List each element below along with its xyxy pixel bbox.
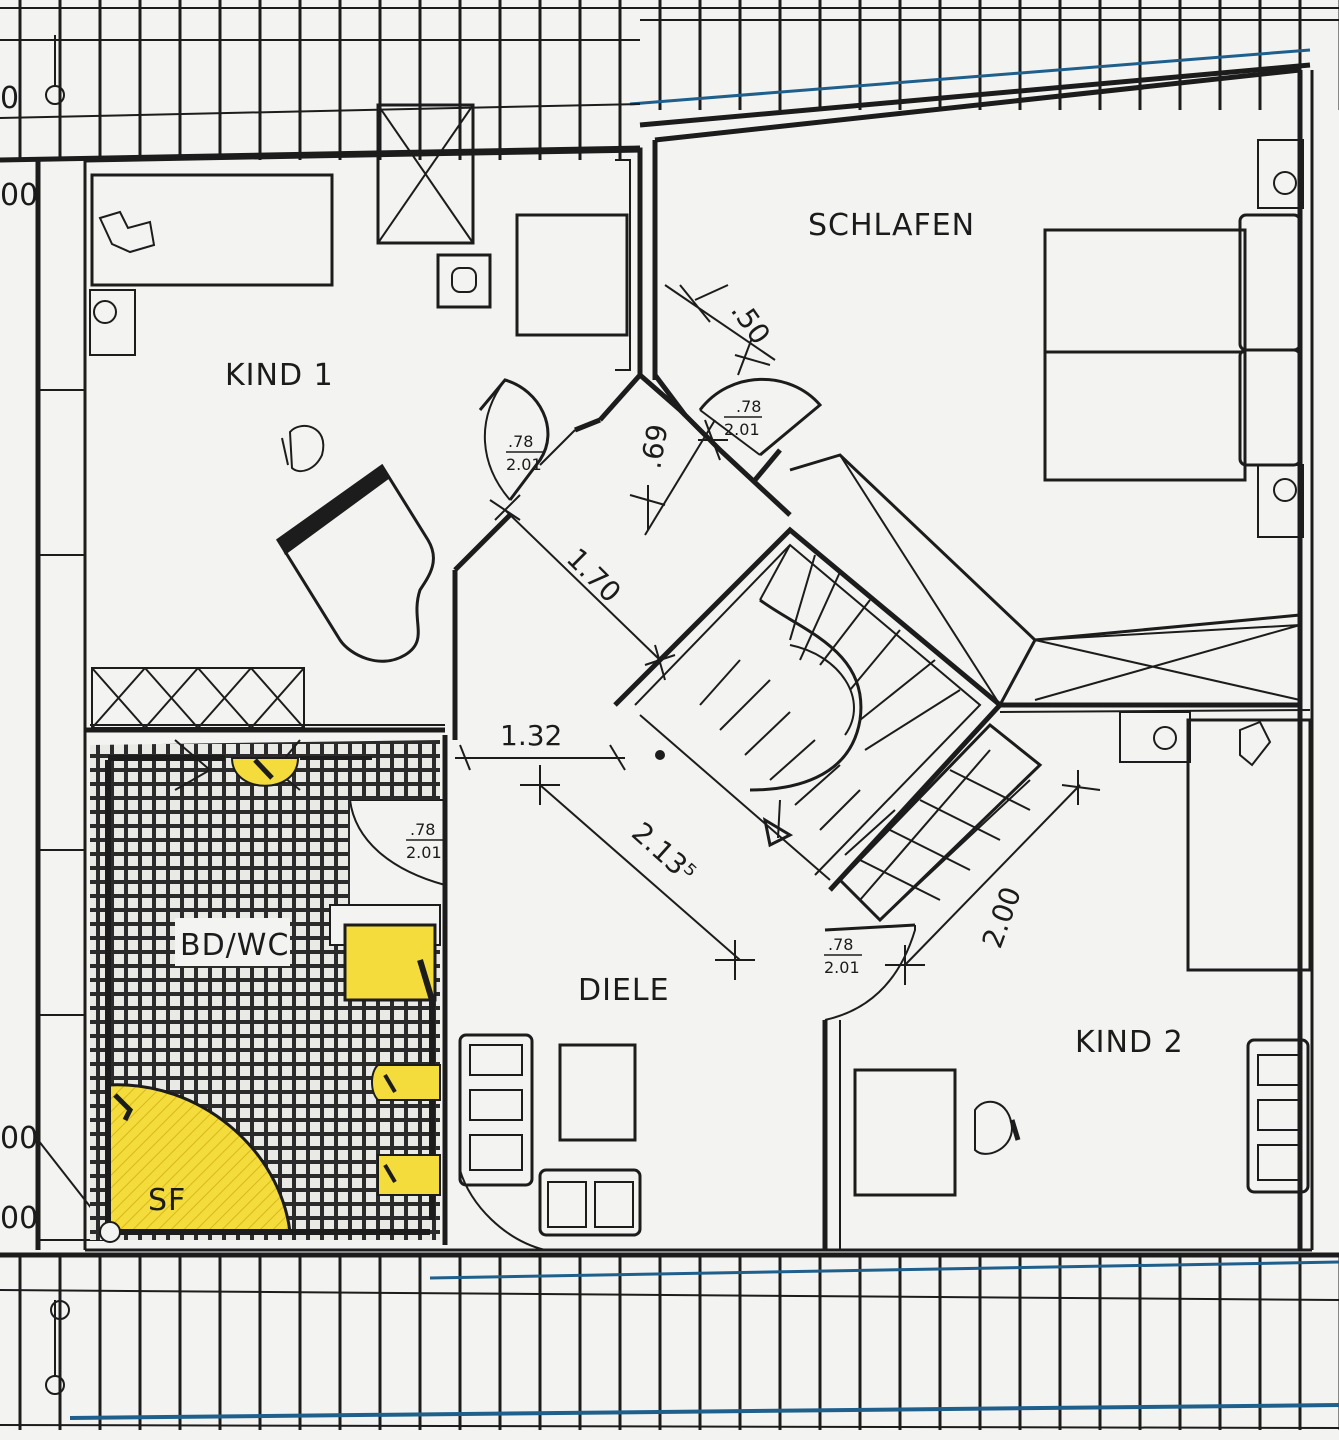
- room-kind-2: [822, 711, 1312, 1250]
- room-labels: KIND 1 SCHLAFEN BD/WC DIELE KIND 2 SF: [148, 208, 1184, 1218]
- svg-text:2.01: 2.01: [824, 958, 860, 977]
- edge-label-low: 00: [0, 1201, 38, 1236]
- door-bd-wc: .78 2.01: [406, 820, 444, 862]
- dim-132: 1.32: [500, 719, 562, 752]
- svg-text:2.01: 2.01: [406, 843, 442, 862]
- roof-slats-bottom: [0, 1252, 1339, 1430]
- door-labels: .78 2.01 .78 2.01 .78 2.01 .78 2.01: [406, 397, 862, 977]
- door-schlafen: .78 2.01: [724, 397, 762, 439]
- label-diele: DIELE: [578, 973, 670, 1008]
- edge-label-top: 0: [0, 81, 19, 116]
- label-kind-1: KIND 1: [225, 358, 334, 393]
- svg-text:.78: .78: [736, 397, 761, 416]
- svg-text:.78: .78: [410, 820, 435, 839]
- room-bd-wc: [90, 739, 441, 1243]
- label-schlafen: SCHLAFEN: [808, 208, 975, 243]
- svg-text:.78: .78: [508, 432, 533, 451]
- svg-text:.78: .78: [828, 935, 853, 954]
- svg-text:2.01: 2.01: [724, 420, 760, 439]
- dim-069: .69: [634, 422, 674, 472]
- room-diele: [348, 799, 642, 1251]
- svg-text:2.01: 2.01: [506, 455, 542, 474]
- door-kind-1: .78 2.01: [506, 432, 544, 474]
- dimension-lines: [455, 284, 1101, 985]
- edge-label-mid: 00: [0, 1121, 38, 1156]
- spiral-staircase: [452, 371, 1043, 923]
- door-kind-2: .78 2.01: [824, 935, 862, 977]
- room-schlafen: [653, 139, 1311, 713]
- edge-label-upper: 00: [0, 178, 38, 213]
- edge-labels: 0 00 00 00: [0, 81, 38, 1236]
- left-exterior-wall: [35, 160, 111, 1250]
- label-sf: SF: [148, 1183, 186, 1218]
- room-kind-1: [85, 103, 631, 733]
- label-kind-2: KIND 2: [1075, 1025, 1184, 1060]
- label-bd-wc: BD/WC: [180, 928, 289, 963]
